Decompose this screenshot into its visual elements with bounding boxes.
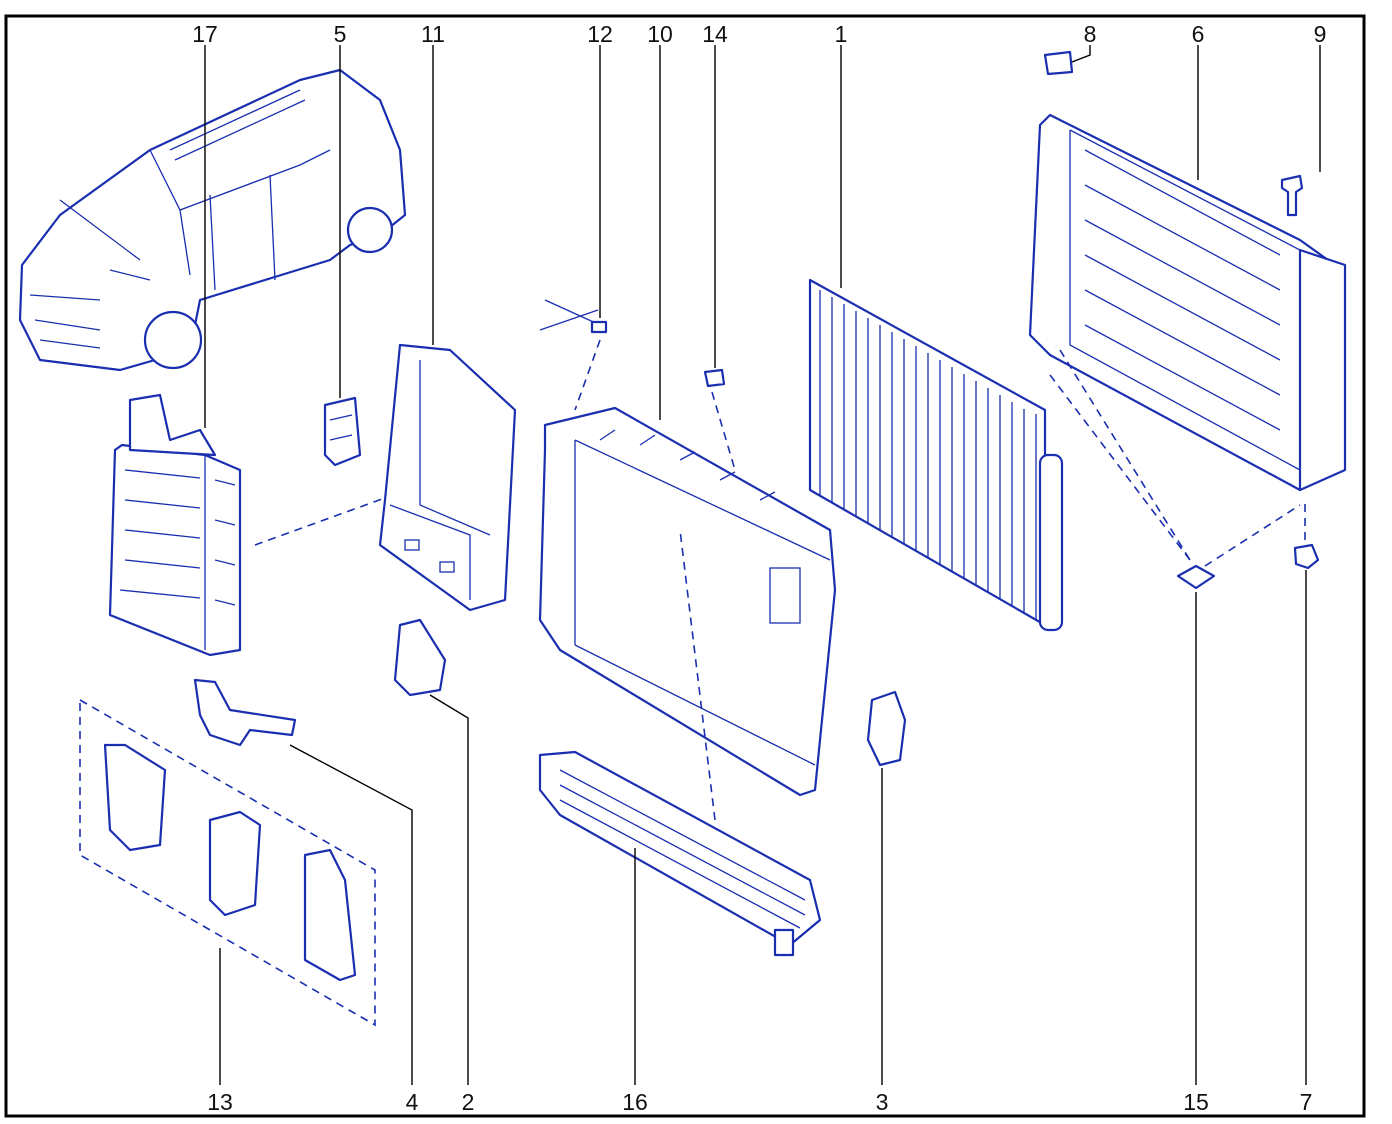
mount-bracket-icon: [1176, 564, 1216, 590]
air-guide-left-icon: [103, 743, 167, 852]
group-13-outline: [79, 698, 376, 1027]
pin-icon: [1280, 174, 1304, 217]
callout-9: 9: [1314, 21, 1327, 47]
callout-10: 10: [647, 21, 673, 47]
diagram-frame: [4, 14, 1366, 1118]
bracket-detail: [329, 414, 353, 441]
leader-dash-10-16: [679, 529, 716, 821]
rubber-mount-icon: [1293, 543, 1320, 570]
radiator-icon: [1028, 50, 1347, 492]
callout-14: 14: [702, 21, 728, 47]
callout-13: 13: [207, 1089, 233, 1115]
leader-lines: [204, 45, 1321, 1085]
callout-7: 7: [1300, 1089, 1313, 1115]
car-icon: [18, 68, 407, 372]
callout-3: 3: [876, 1089, 889, 1115]
leader-dash-14: [711, 391, 736, 471]
callout-16: 16: [622, 1089, 648, 1115]
callout-17: 17: [192, 21, 218, 47]
callout-11: 11: [421, 21, 445, 47]
side-block-icon: [393, 618, 447, 697]
clip-icon: [539, 299, 608, 334]
condenser-icon: [808, 278, 1064, 632]
lower-bracket-icon: [193, 678, 297, 747]
air-deflector-icon: [378, 343, 517, 612]
callout-5: 5: [334, 21, 347, 47]
callout-15: 15: [1183, 1089, 1209, 1115]
callout-2: 2: [462, 1089, 475, 1115]
callout-6: 6: [1192, 21, 1205, 47]
leader-dash-12: [574, 339, 601, 411]
callout-8: 8: [1084, 21, 1097, 47]
callout-4: 4: [406, 1089, 419, 1115]
leader-dash-mounts: [1049, 349, 1306, 567]
air-guide-right-icon: [303, 848, 357, 982]
charge-air-cooler-icon: [108, 393, 242, 657]
callout-12: 12: [587, 21, 613, 47]
push-pin-icon: [703, 368, 726, 388]
leader-dash-17-11: [254, 477, 441, 546]
air-guide-center-icon: [208, 810, 262, 917]
fan-shroud-icon: [538, 406, 837, 797]
bracket-icon: [323, 396, 362, 467]
callout-1: 1: [835, 21, 848, 47]
intercooler-icon: [538, 750, 822, 957]
small-bracket-icon: [866, 690, 907, 767]
